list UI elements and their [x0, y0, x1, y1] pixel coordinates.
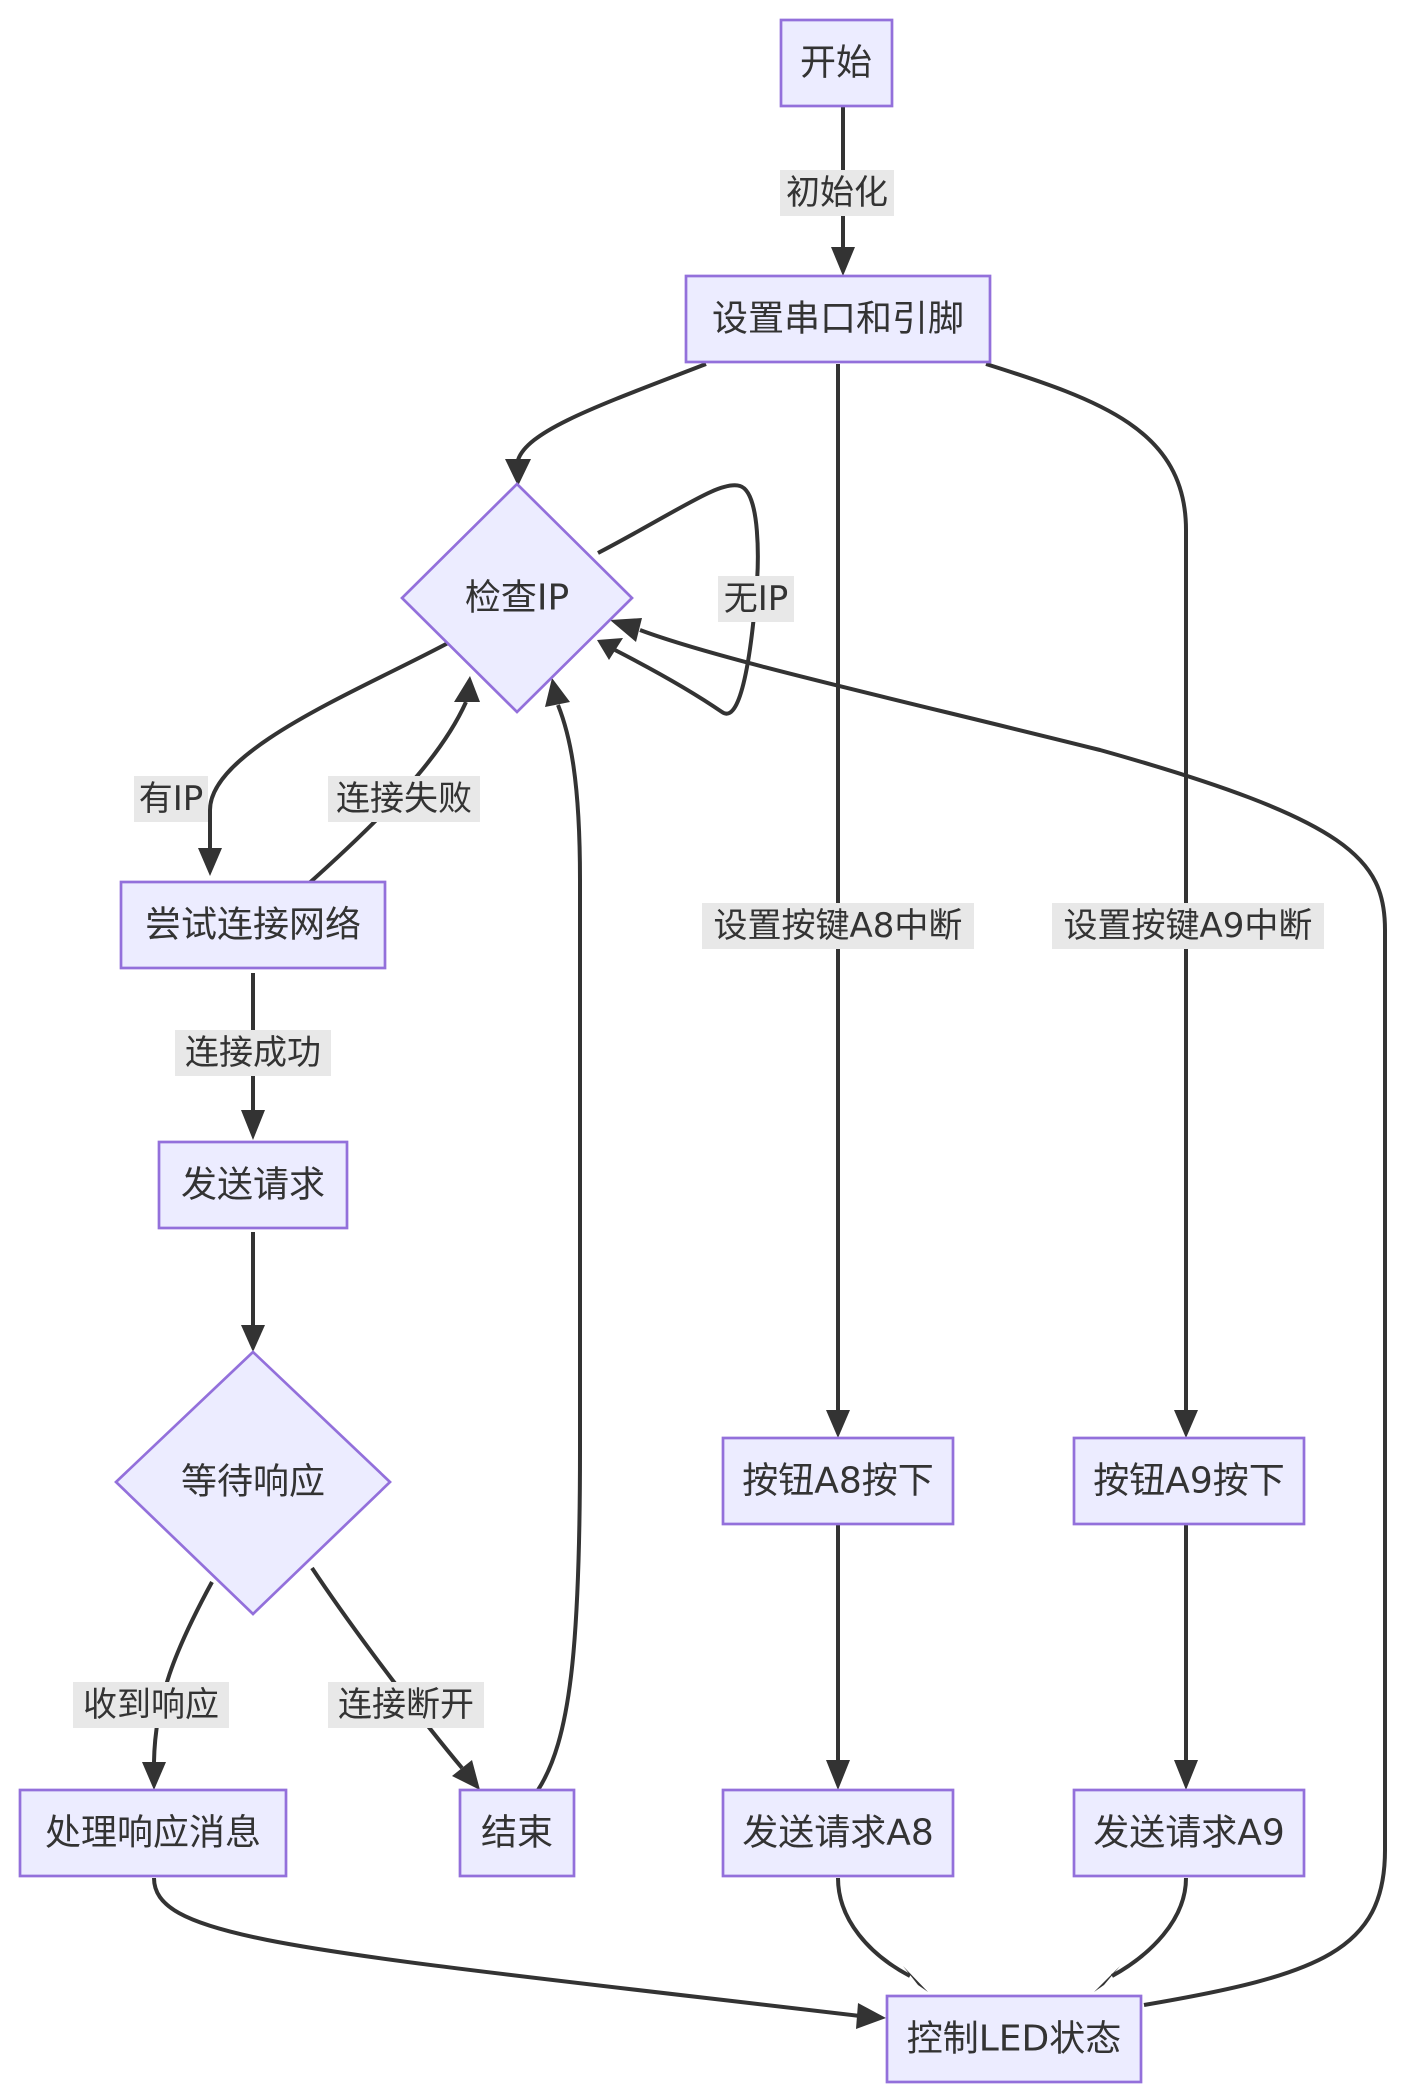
edge-label-interrupt-a8-text: 设置按键A8中断 [714, 906, 963, 946]
edge-led-checkip [639, 628, 1387, 2007]
node-start-text: 开始 [800, 43, 872, 84]
edge-start-setup-arrow [831, 247, 855, 276]
node-wait-response: 等待响应 [114, 1350, 392, 1616]
edge-process-led-arrow [856, 2003, 886, 2029]
edge-label-connect-success: 连接成功 [175, 1030, 331, 1076]
edge-setup-checkip-arrow [505, 459, 531, 486]
node-start: 开始 [779, 18, 894, 108]
edge-label-response-received: 收到响应 [73, 1682, 229, 1728]
edge-label-init-text: 初始化 [786, 173, 888, 213]
node-try-connect: 尝试连接网络 [119, 880, 387, 970]
edge-label-has-ip: 有IP [134, 776, 208, 822]
node-button-a8-text: 按钮A8按下 [742, 1461, 934, 1502]
edge-wait-process-arrow [142, 1762, 166, 1790]
node-button-a9: 按钮A9按下 [1072, 1436, 1306, 1526]
node-send-a9: 发送请求A9 [1072, 1788, 1306, 1878]
edge-wait-end [310, 1566, 464, 1770]
edge-wait-process [152, 1581, 214, 1763]
edge-senda9-led [1111, 1877, 1188, 1978]
edge-label-no-ip-text: 无IP [724, 579, 789, 619]
edge-a9-senda9-arrow [1174, 1760, 1198, 1790]
node-end-text: 结束 [481, 1813, 553, 1854]
node-end: 结束 [458, 1788, 576, 1878]
edge-wait-end-arrow [452, 1760, 480, 1790]
edge-led-checkip-arrow [610, 618, 642, 642]
edge-process-led [152, 1877, 861, 2018]
node-button-a8: 按钮A8按下 [721, 1436, 955, 1526]
node-button-a9-text: 按钮A9按下 [1093, 1461, 1285, 1502]
edge-label-disconnected-text: 连接断开 [338, 1685, 474, 1725]
edge-senda9-led-arrow [1094, 1966, 1120, 1992]
node-led-control-text: 控制LED状态 [907, 2019, 1122, 2060]
edge-setup-a8-arrow [826, 1410, 850, 1438]
edge-setup-a9-arrow [1174, 1410, 1198, 1438]
node-check-ip: 检查IP [400, 482, 634, 714]
node-process-msg-text: 处理响应消息 [45, 1813, 261, 1854]
edge-a8-senda8-arrow [826, 1760, 850, 1790]
edge-tryconnect-send-arrow [241, 1110, 265, 1140]
node-send-request-text: 发送请求 [181, 1165, 325, 1206]
node-try-connect-text: 尝试连接网络 [145, 905, 361, 946]
edge-end-checkip [536, 704, 582, 1792]
edge-label-interrupt-a9: 设置按键A9中断 [1052, 903, 1324, 949]
node-send-a9-text: 发送请求A9 [1093, 1813, 1285, 1854]
edge-label-interrupt-a8: 设置按键A8中断 [702, 903, 974, 949]
edge-label-init: 初始化 [780, 170, 894, 216]
edge-label-no-ip: 无IP [718, 576, 794, 622]
edge-label-has-ip-text: 有IP [139, 779, 204, 819]
edge-senda8-led-arrow [903, 1966, 928, 1992]
edge-label-response-received-text: 收到响应 [83, 1685, 219, 1725]
node-wait-response-text: 等待响应 [181, 1462, 325, 1503]
edge-send-wait-arrow [241, 1325, 265, 1352]
edge-setup-checkip [516, 362, 707, 461]
edge-end-checkip-arrow [545, 678, 570, 707]
node-check-ip-text: 检查IP [465, 578, 569, 619]
edge-checkip-loop-arrow [597, 638, 623, 660]
node-send-request: 发送请求 [157, 1140, 349, 1230]
node-setup-text: 设置串口和引脚 [712, 299, 964, 340]
edge-setup-a9 [985, 362, 1188, 1410]
node-led-control: 控制LED状态 [885, 1994, 1143, 2084]
edge-checkip-tryconnect [208, 641, 449, 848]
node-process-msg: 处理响应消息 [18, 1788, 288, 1878]
edge-senda8-led [836, 1877, 911, 1978]
edge-label-connect-fail: 连接失败 [328, 776, 480, 822]
edge-checkip-tryconnect-arrow [198, 848, 222, 876]
node-send-a8: 发送请求A8 [721, 1788, 955, 1878]
edge-tryconnect-checkip-arrow [454, 676, 480, 702]
edge-label-disconnected: 连接断开 [328, 1682, 484, 1728]
node-setup: 设置串口和引脚 [684, 274, 992, 364]
edge-label-interrupt-a9-text: 设置按键A9中断 [1064, 906, 1313, 946]
node-send-a8-text: 发送请求A8 [742, 1813, 934, 1854]
edge-label-connect-success-text: 连接成功 [185, 1033, 321, 1073]
edge-label-connect-fail-text: 连接失败 [336, 779, 472, 819]
